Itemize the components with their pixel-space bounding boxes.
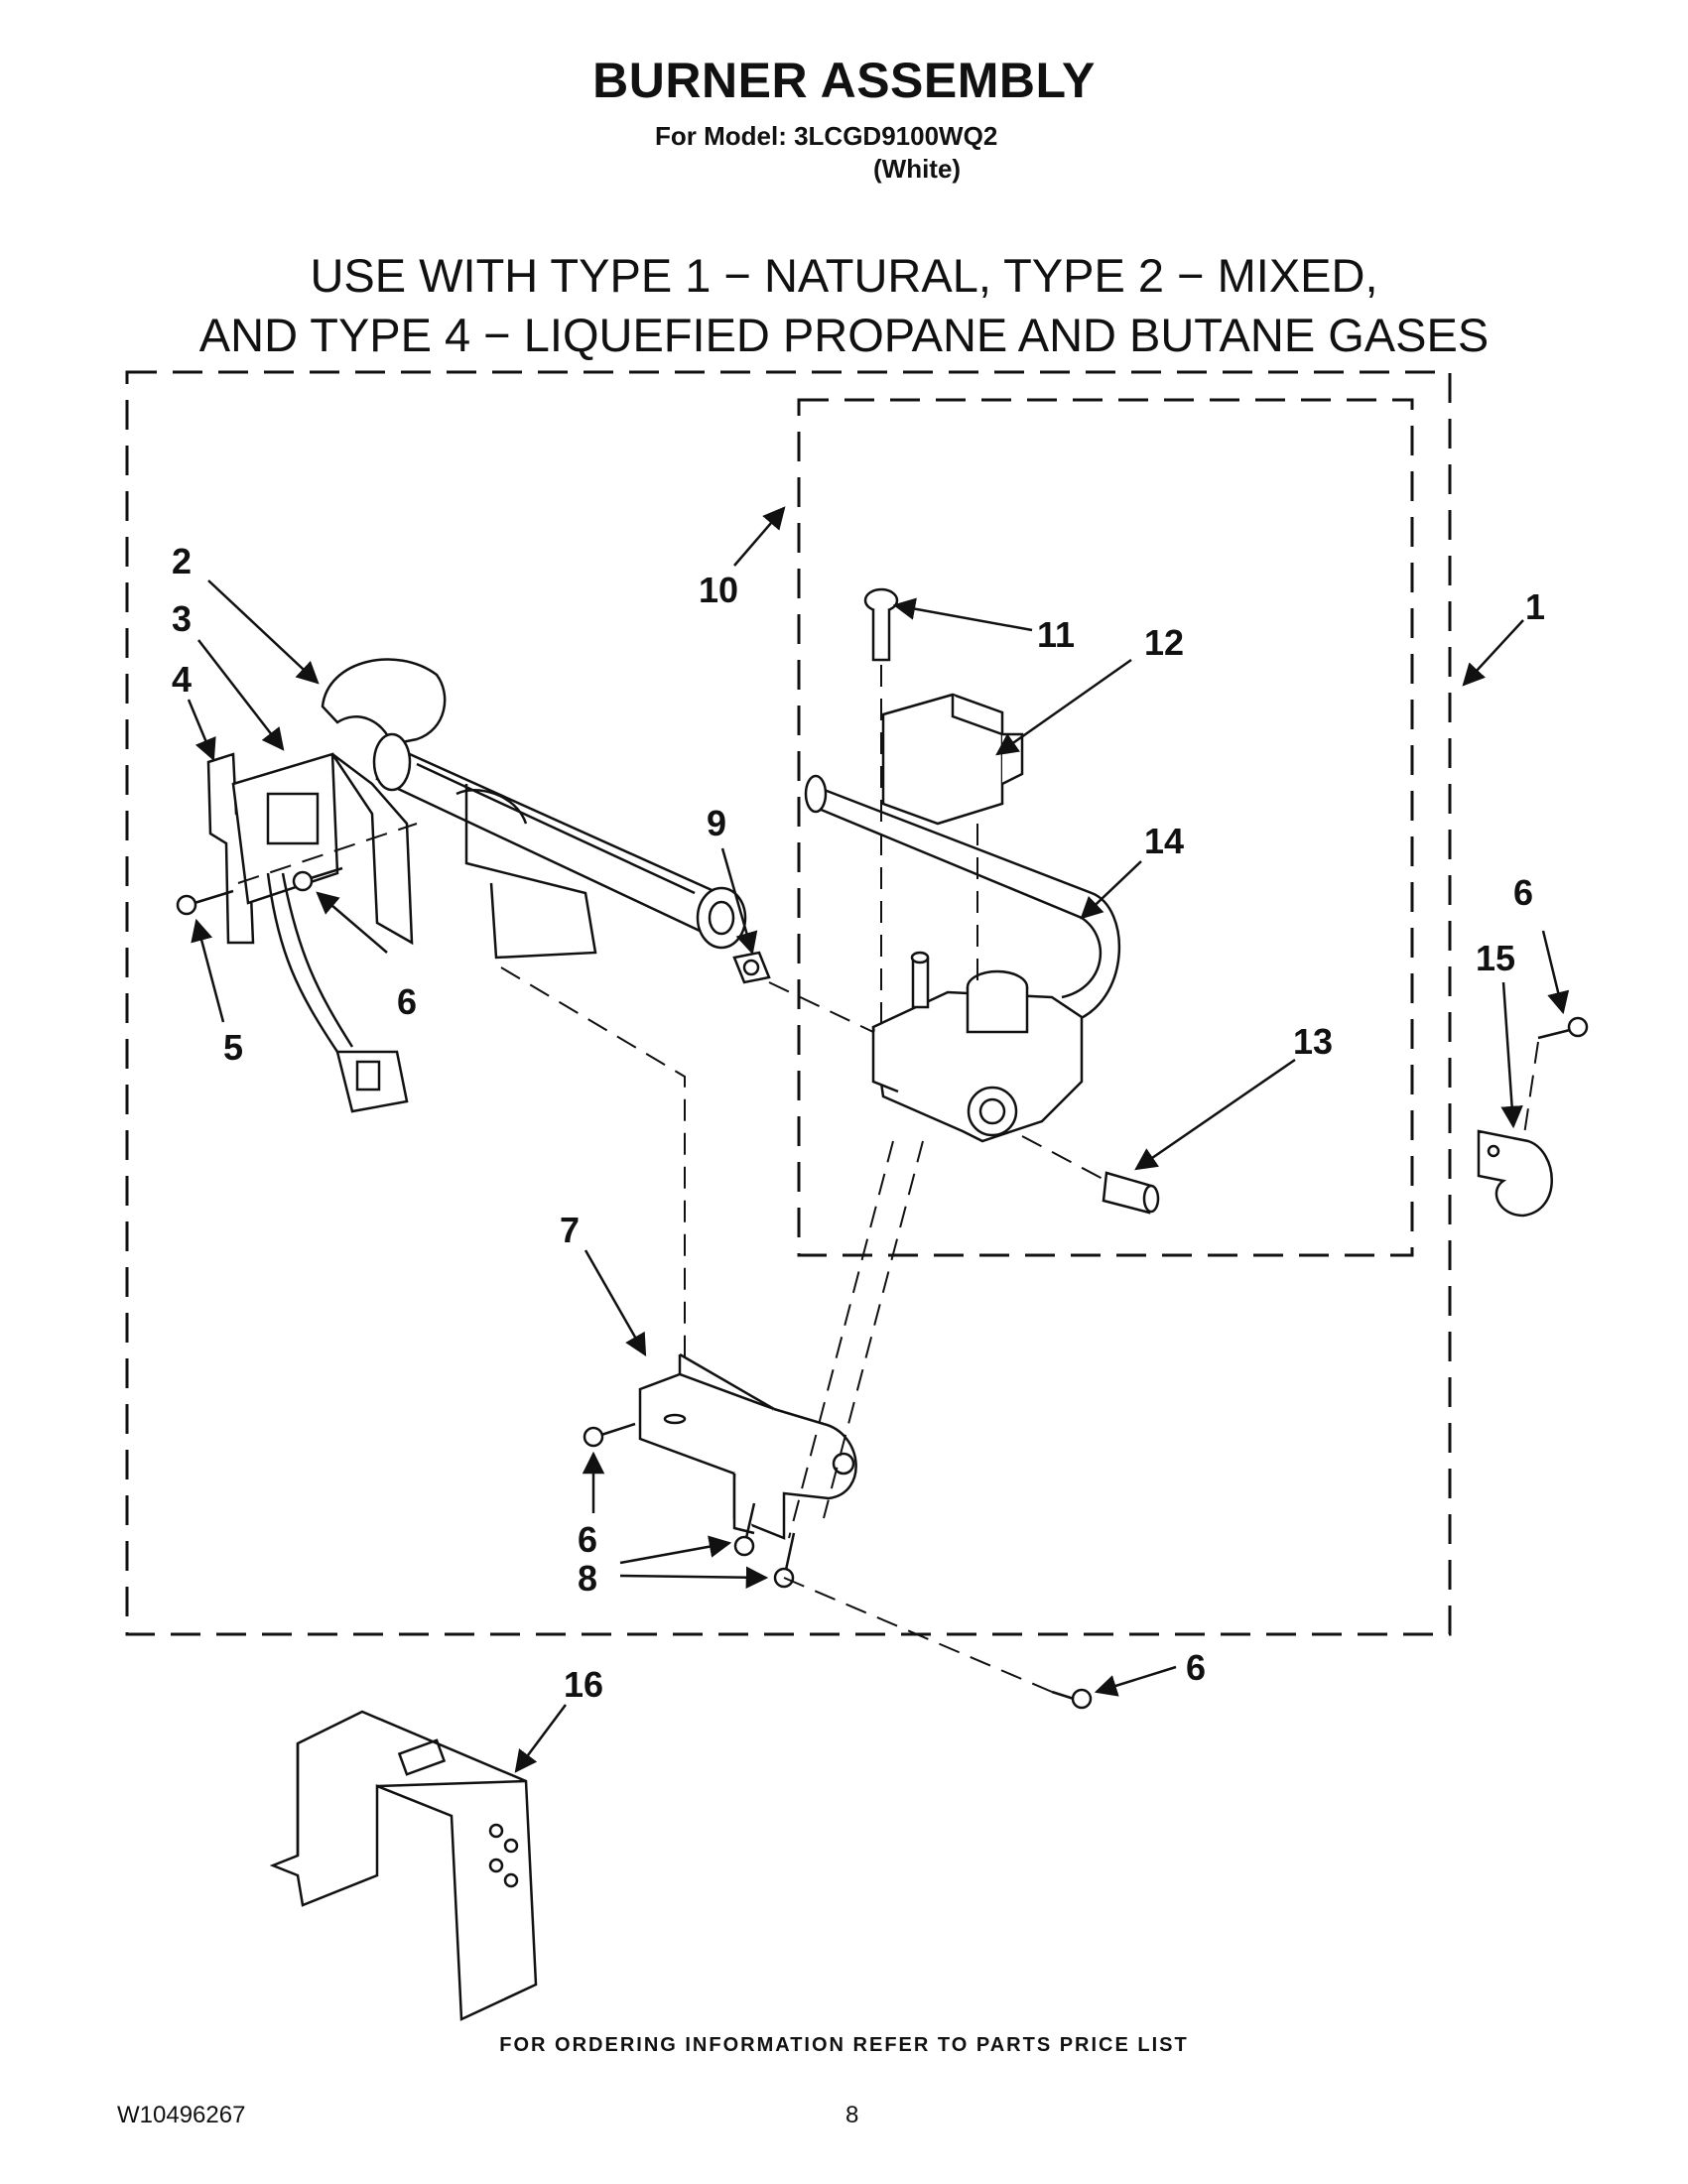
- ordering-info-note: FOR ORDERING INFORMATION REFER TO PARTS …: [499, 2034, 1189, 2056]
- callout-16: 16: [564, 1664, 603, 1705]
- igniter-bracket-part: [206, 752, 414, 946]
- screw-part-8-a: [733, 1502, 756, 1557]
- orifice-fitting-part: [732, 951, 771, 984]
- callout-14: 14: [1144, 821, 1184, 861]
- assembly-boundary-outer: [125, 370, 1452, 1636]
- callout-4: 4: [172, 659, 192, 700]
- page-number: 8: [845, 2102, 859, 2128]
- callout-leaders: [187, 506, 1570, 1773]
- screw-part-6-bottom: [1051, 1688, 1093, 1710]
- inlet-fitting-part: [1102, 1171, 1160, 1215]
- callout-12: 12: [1144, 622, 1184, 663]
- alignment-dash-lines: [237, 665, 1539, 1693]
- callout-6-right: 6: [1513, 872, 1533, 913]
- valve-assembly-boundary: [797, 398, 1414, 1257]
- model-variant: (White): [873, 154, 962, 184]
- callout-13: 13: [1293, 1021, 1333, 1062]
- screw-part-5: [176, 889, 234, 916]
- document-number: W10496267: [117, 2102, 246, 2128]
- valve-coil-part: [881, 693, 1024, 826]
- callout-5: 5: [223, 1027, 243, 1068]
- burner-support-bracket-part: [638, 1352, 857, 1540]
- screw-part-6-bracket: [583, 1422, 636, 1448]
- igniter-wire-harness: [266, 872, 409, 1113]
- screw-part-6-left: [292, 866, 343, 892]
- callout-10: 10: [699, 570, 738, 610]
- callout-1: 1: [1525, 586, 1545, 627]
- burner-stand-bracket-part: [269, 1710, 538, 2021]
- callout-6-bottom: 6: [1186, 1647, 1206, 1688]
- callout-7: 7: [560, 1210, 580, 1250]
- gas-valve-body: [871, 951, 1084, 1143]
- page-title: BURNER ASSEMBLY: [592, 53, 1096, 108]
- callout-15: 15: [1476, 938, 1515, 978]
- burner-tube-part: [321, 658, 747, 960]
- callout-2: 2: [172, 541, 192, 581]
- callout-3: 3: [172, 598, 192, 639]
- model-line: For Model: 3LCGD9100WQ2: [655, 121, 998, 151]
- gas-usage-note-line1: USE WITH TYPE 1 − NATURAL, TYPE 2 − MIXE…: [310, 249, 1378, 302]
- callout-8: 8: [578, 1558, 597, 1599]
- callout-11: 11: [1037, 614, 1075, 655]
- screw-part-11: [863, 587, 899, 662]
- callout-6-bracket: 6: [578, 1519, 597, 1560]
- callout-9: 9: [707, 803, 726, 843]
- callout-6-left: 6: [397, 981, 417, 1022]
- screw-part-6-right: [1537, 1016, 1589, 1040]
- tube-clamp-part: [1477, 1129, 1553, 1218]
- gas-usage-note-line2: AND TYPE 4 − LIQUEFIED PROPANE AND BUTAN…: [198, 309, 1490, 361]
